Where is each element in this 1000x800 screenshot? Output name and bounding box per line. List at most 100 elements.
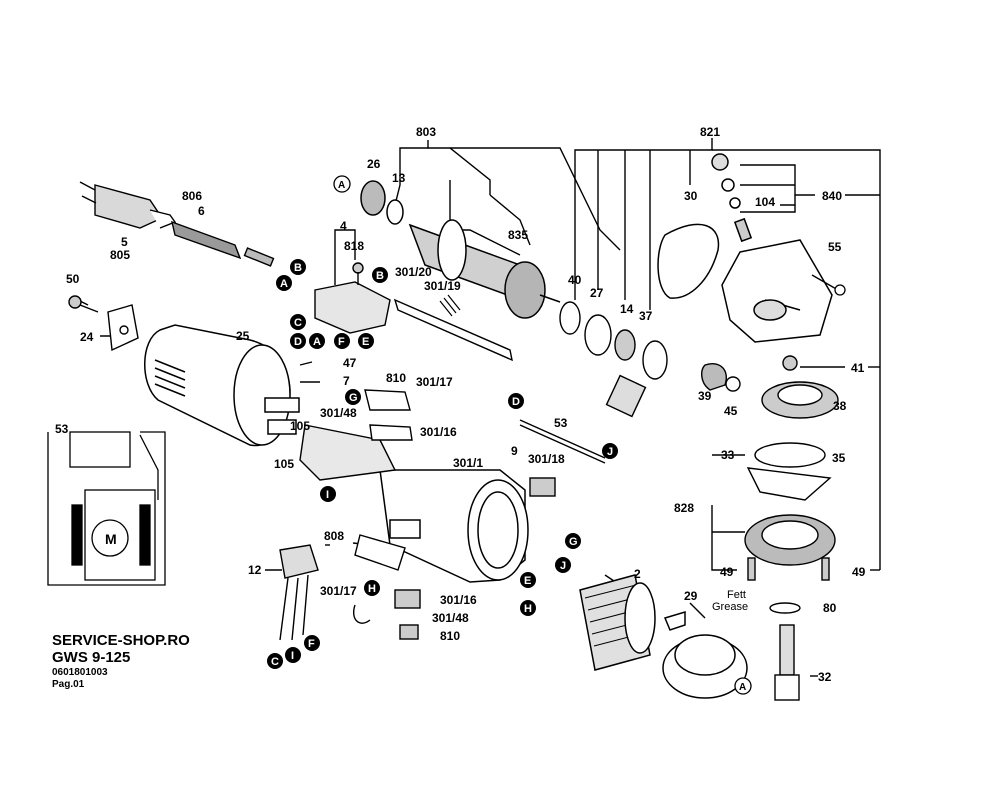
bearing-flange	[744, 442, 836, 581]
label-301-20: 301/20	[395, 265, 432, 279]
label-104: 104	[755, 195, 775, 209]
label-47: 47	[343, 356, 357, 370]
label-301-16-lower: 301/16	[440, 593, 477, 607]
label-49-left: 49	[720, 565, 734, 579]
label-fett: Fett	[727, 589, 746, 601]
rod-53	[519, 419, 606, 464]
power-plug	[79, 181, 275, 267]
callout-i-base: I	[326, 489, 329, 501]
callout-a-top: A	[338, 180, 345, 191]
label-55: 55	[828, 240, 842, 254]
label-301-18: 301/18	[528, 452, 565, 466]
model-name: GWS 9-125	[52, 649, 131, 666]
label-motor: M	[105, 531, 117, 547]
label-50: 50	[66, 272, 80, 286]
label-301-19: 301/19	[424, 279, 461, 293]
page-number: Pag.01	[52, 679, 85, 690]
callout-b-cable: B	[294, 262, 302, 274]
label-4: 4	[340, 219, 347, 233]
label-840: 840	[822, 189, 842, 203]
label-810-lower: 810	[440, 629, 460, 643]
callout-d-rod: D	[512, 396, 520, 408]
label-818: 818	[344, 239, 364, 253]
label-49-right: 49	[852, 565, 866, 579]
label-plate	[354, 477, 556, 571]
callout-i-brush: I	[291, 650, 294, 662]
label-805: 805	[110, 248, 130, 262]
label-105-b: 105	[274, 457, 294, 471]
connection-callouts: A A B A B C D A F E G D J I G J E H H C …	[267, 175, 752, 695]
label-105-a: 105	[290, 419, 310, 433]
label-39: 39	[698, 389, 712, 403]
plate-and-screw	[68, 295, 139, 352]
motor-housing-cover	[144, 324, 300, 447]
screw-55	[811, 274, 846, 296]
label-35: 35	[832, 451, 846, 465]
label-53-schematic: 53	[55, 422, 69, 436]
callout-c-brush: C	[271, 656, 279, 668]
callout-f-switch: F	[338, 336, 345, 348]
label-835: 835	[508, 228, 528, 242]
callout-j-rod: J	[607, 446, 613, 458]
suppressor-lower	[353, 589, 421, 640]
label-45: 45	[724, 404, 738, 418]
wiring-schematic	[47, 431, 166, 586]
callout-g-upper: G	[349, 392, 358, 404]
label-301-17-upper: 301/17	[416, 375, 453, 389]
label-25: 25	[236, 329, 250, 343]
label-24: 24	[80, 330, 94, 344]
label-14: 14	[620, 302, 634, 316]
wheel-guard	[662, 610, 748, 699]
part-number-labels: 803 821 26 13 806 6 5 805 4 818 835 30 1…	[55, 125, 866, 684]
spindle	[769, 602, 801, 701]
label-821: 821	[700, 125, 720, 139]
label-301-17-lower: 301/17	[320, 584, 357, 598]
label-808: 808	[324, 529, 344, 543]
handle-base	[299, 389, 413, 481]
armature	[360, 180, 561, 319]
label-7: 7	[343, 374, 350, 388]
label-6: 6	[198, 204, 205, 218]
label-803: 803	[416, 125, 436, 139]
label-301-48-lower: 301/48	[432, 611, 469, 625]
bearings-and-rings	[559, 301, 668, 418]
callout-e-coil: E	[524, 575, 531, 587]
shop-name: SERVICE-SHOP.RO	[52, 632, 190, 649]
field-coil	[579, 574, 656, 671]
gear-housing	[657, 153, 833, 343]
callout-a-switch: A	[313, 336, 321, 348]
label-301-16-upper: 301/16	[420, 425, 457, 439]
callout-e-switch: E	[362, 336, 369, 348]
main-housing	[379, 469, 529, 583]
callout-a-cable: A	[280, 278, 288, 290]
label-12: 12	[248, 563, 262, 577]
label-37: 37	[639, 309, 653, 323]
label-30: 30	[684, 189, 698, 203]
label-301-48-upper: 301/48	[320, 406, 357, 420]
callout-b-switch: B	[376, 270, 384, 282]
switch-rod	[393, 294, 513, 362]
label-41: 41	[851, 361, 865, 375]
label-29: 29	[684, 589, 698, 603]
callout-h-lower: H	[368, 583, 376, 595]
label-40: 40	[568, 273, 582, 287]
label-5: 5	[121, 235, 128, 249]
bevel-gear	[701, 355, 839, 419]
label-806: 806	[182, 189, 202, 203]
label-38: 38	[833, 399, 847, 413]
label-301-1: 301/1	[453, 456, 483, 470]
callout-j-coil: J	[560, 560, 566, 572]
callout-h-coil: H	[524, 603, 532, 615]
label-13: 13	[392, 171, 406, 185]
brush-holder	[279, 544, 319, 641]
label-27: 27	[590, 286, 604, 300]
callout-f-brush: F	[308, 638, 315, 650]
label-53: 53	[554, 416, 568, 430]
switch-assembly	[314, 262, 391, 334]
label-33: 33	[721, 448, 735, 462]
callout-g-coil: G	[569, 536, 578, 548]
part-number: 0601801003	[52, 667, 108, 678]
callout-a-guard: A	[739, 682, 746, 693]
label-grease: Grease	[712, 601, 748, 613]
